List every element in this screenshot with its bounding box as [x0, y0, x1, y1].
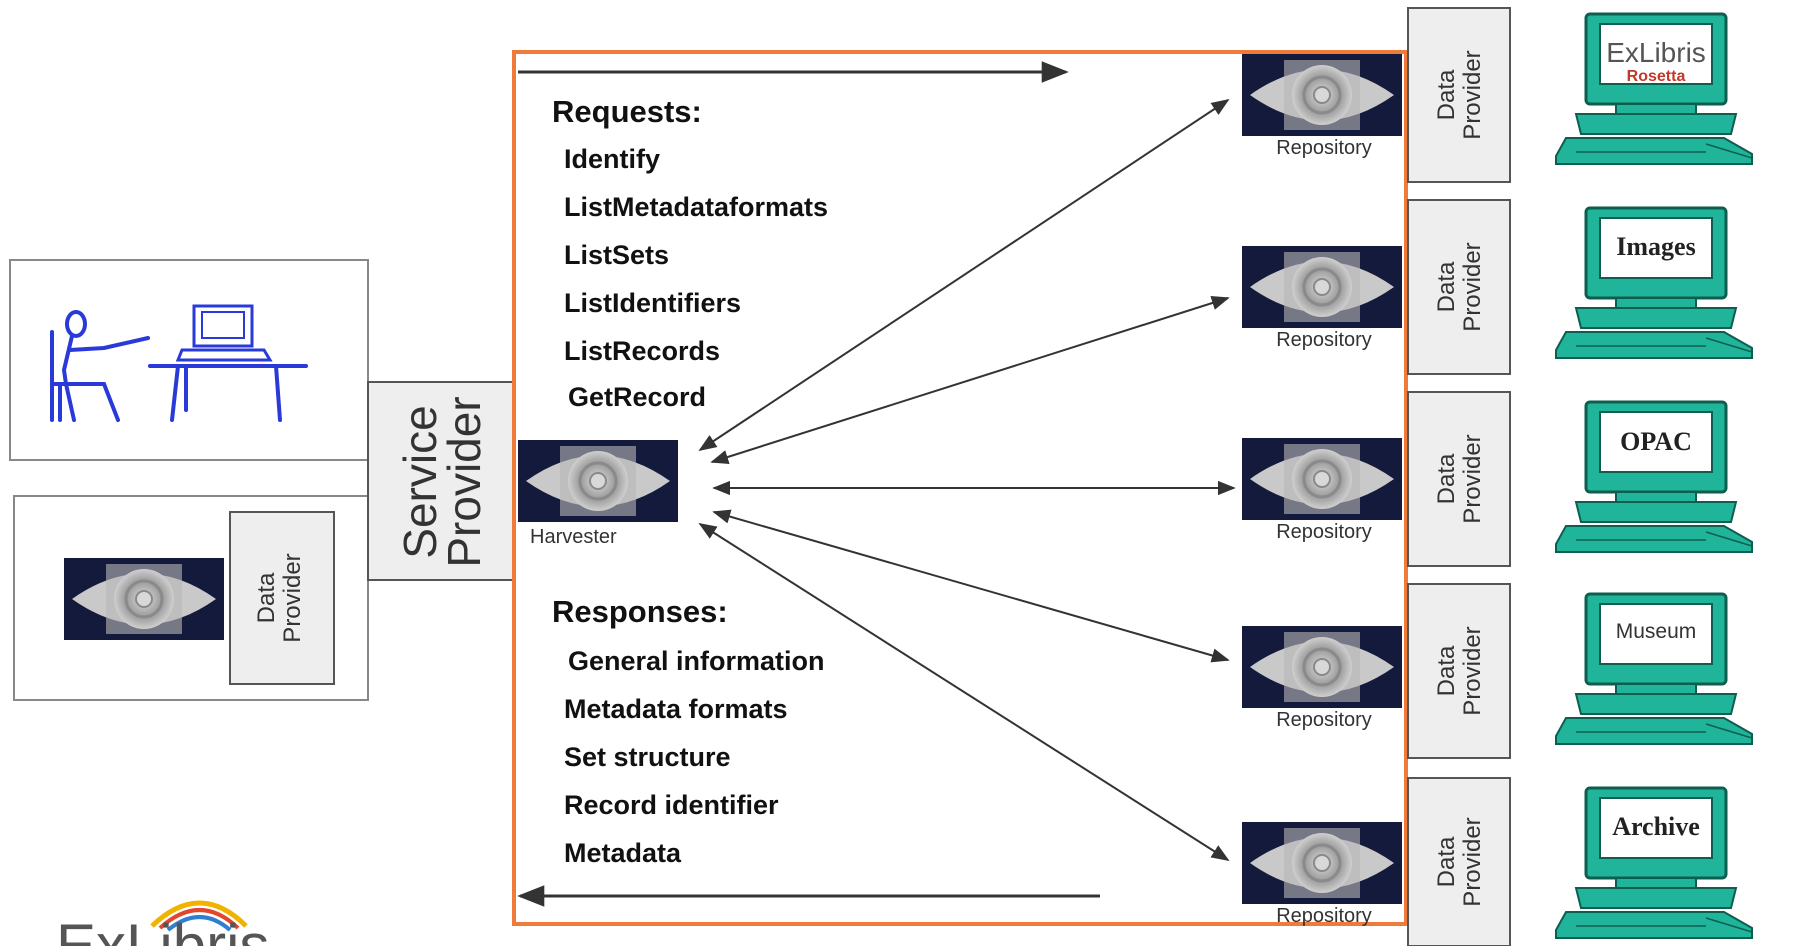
- request-identify: Identify: [564, 144, 660, 174]
- data-provider-1-line2: Provider: [1459, 50, 1486, 139]
- requests-heading: Requests:: [552, 94, 702, 129]
- repository-2-label: Repository: [1276, 329, 1372, 351]
- repository-4-eye-icon: [1240, 624, 1404, 710]
- exlibris-logo-text: ExLibris: [56, 912, 269, 946]
- computer-1-sublabel: Rosetta: [1627, 68, 1686, 85]
- computer-5-label: Archive: [1612, 812, 1700, 841]
- computer-3-icon: [1554, 400, 1754, 554]
- data-provider-1-box: [1407, 7, 1511, 183]
- data-provider-2-box: [1407, 199, 1511, 375]
- repository-5-eye-icon: [1240, 820, 1404, 906]
- data-provider-4-line1: Data: [1433, 645, 1460, 696]
- request-listidentifiers: ListIdentifiers: [564, 288, 741, 318]
- response-set-structure: Set structure: [564, 742, 731, 772]
- harvest-arrow-2: [710, 296, 1230, 464]
- service-provider-line1: Service: [394, 405, 446, 558]
- computer-4-icon: [1554, 592, 1754, 746]
- request-getrecord: GetRecord: [568, 382, 706, 412]
- computer-3-label: OPAC: [1620, 427, 1692, 456]
- response-general-information: General information: [568, 646, 825, 676]
- response-metadata-formats: Metadata formats: [564, 694, 788, 724]
- response-record-identifier: Record identifier: [564, 790, 779, 820]
- harvester-label: Harvester: [530, 526, 617, 548]
- data-provider-5-box: [1407, 777, 1511, 946]
- repository-3-eye-icon: [1240, 436, 1404, 522]
- responses-heading: Responses:: [552, 594, 728, 629]
- data-provider-2-line1: Data: [1433, 261, 1460, 312]
- data-provider-4-box: [1407, 583, 1511, 759]
- data-provider-5-line1: Data: [1433, 836, 1460, 887]
- local-data-provider-line2: Provider: [279, 553, 306, 642]
- harvester-eye-icon: [516, 438, 680, 524]
- repository-4-label: Repository: [1276, 709, 1372, 731]
- user-at-desk-icon: [50, 304, 308, 422]
- local-repository-eye-icon: [62, 556, 226, 642]
- repository-1-label: Repository: [1276, 137, 1372, 159]
- request-listsets: ListSets: [564, 240, 669, 270]
- data-provider-3-line2: Provider: [1459, 434, 1486, 523]
- computer-5-icon: [1554, 786, 1754, 940]
- local-data-provider-box: [229, 511, 335, 685]
- harvest-arrow-5: [698, 523, 1230, 861]
- computer-1-label: ExLibris: [1606, 37, 1706, 68]
- repository-1-eye-icon: [1240, 52, 1404, 138]
- request-listrecords: ListRecords: [564, 336, 720, 366]
- data-provider-3-box: [1407, 391, 1511, 567]
- computer-4-label: Museum: [1616, 620, 1697, 643]
- data-provider-2-line2: Provider: [1459, 242, 1486, 331]
- response-metadata: Metadata: [564, 838, 682, 868]
- repository-5-label: Repository: [1276, 905, 1372, 927]
- local-data-provider-line1: Data: [253, 572, 280, 623]
- exlibris-arc-icon: [150, 900, 248, 928]
- computer-2-icon: [1554, 206, 1754, 360]
- repository-3-label: Repository: [1276, 521, 1372, 543]
- repository-2-eye-icon: [1240, 244, 1404, 330]
- computer-2-label: Images: [1616, 232, 1695, 261]
- harvest-arrow-4: [712, 509, 1230, 663]
- data-provider-3-line1: Data: [1433, 453, 1460, 504]
- data-provider-4-line2: Provider: [1459, 626, 1486, 715]
- harvest-arrow-1: [698, 99, 1230, 451]
- data-provider-1-line1: Data: [1433, 69, 1460, 120]
- protocol-frame: [512, 50, 1408, 926]
- data-provider-5-line2: Provider: [1459, 817, 1486, 906]
- service-provider-line2: Provider: [438, 396, 490, 567]
- exlibris-logo: ExLibris: [56, 900, 269, 946]
- request-listmetadataformats: ListMetadataformats: [564, 192, 828, 222]
- service-provider-box: [367, 381, 515, 581]
